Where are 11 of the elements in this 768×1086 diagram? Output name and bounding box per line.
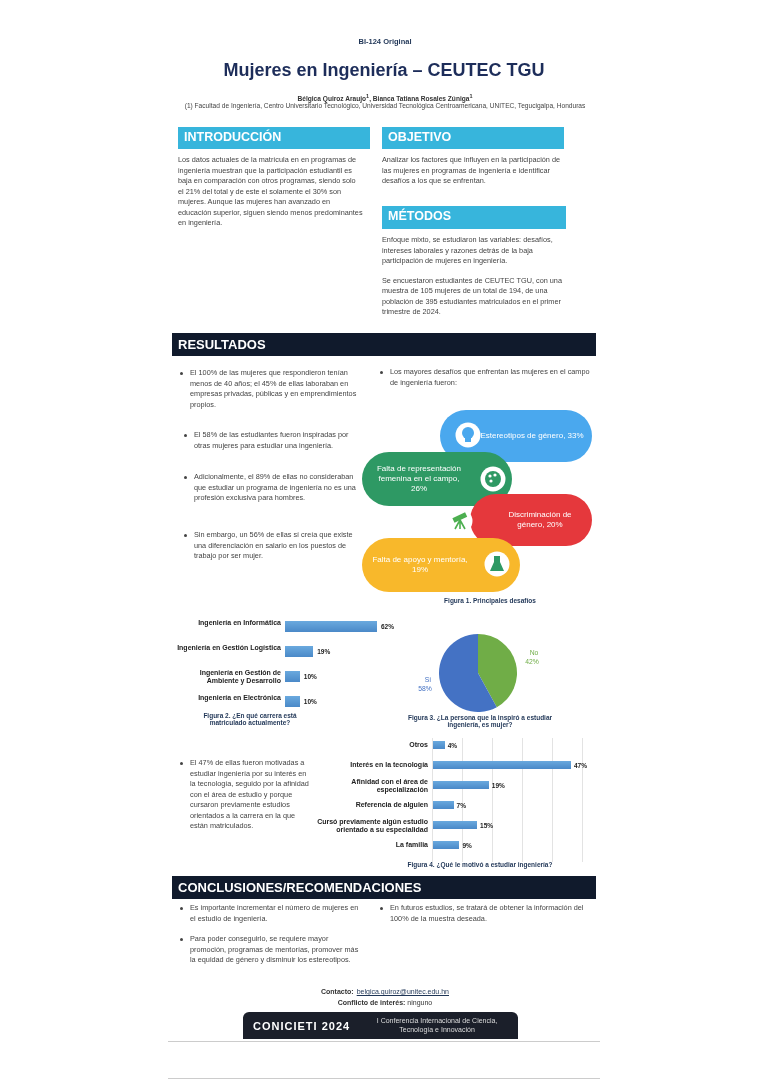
section-panel bbox=[382, 127, 567, 187]
section-band: RESULTADOS bbox=[172, 333, 596, 356]
conference-name: CONICIETI 2024 bbox=[253, 1019, 351, 1032]
poster-title: Mujeres en Ingeniería – CEUTEC TGU bbox=[222, 60, 546, 81]
conference-banner bbox=[243, 1012, 518, 1039]
section-band: CONCLUSIONES/RECOMENDACIONES bbox=[172, 876, 596, 899]
section-heading: MÉTODOS bbox=[382, 206, 566, 229]
challenge-pill: Discriminación de género, 20% bbox=[470, 494, 592, 546]
section-heading: OBJETIVO bbox=[382, 127, 564, 149]
section-heading: INTRODUCCIÓN bbox=[178, 127, 370, 149]
challenge-pill: Falta de apoyo y mentoría, 19% bbox=[362, 538, 520, 592]
